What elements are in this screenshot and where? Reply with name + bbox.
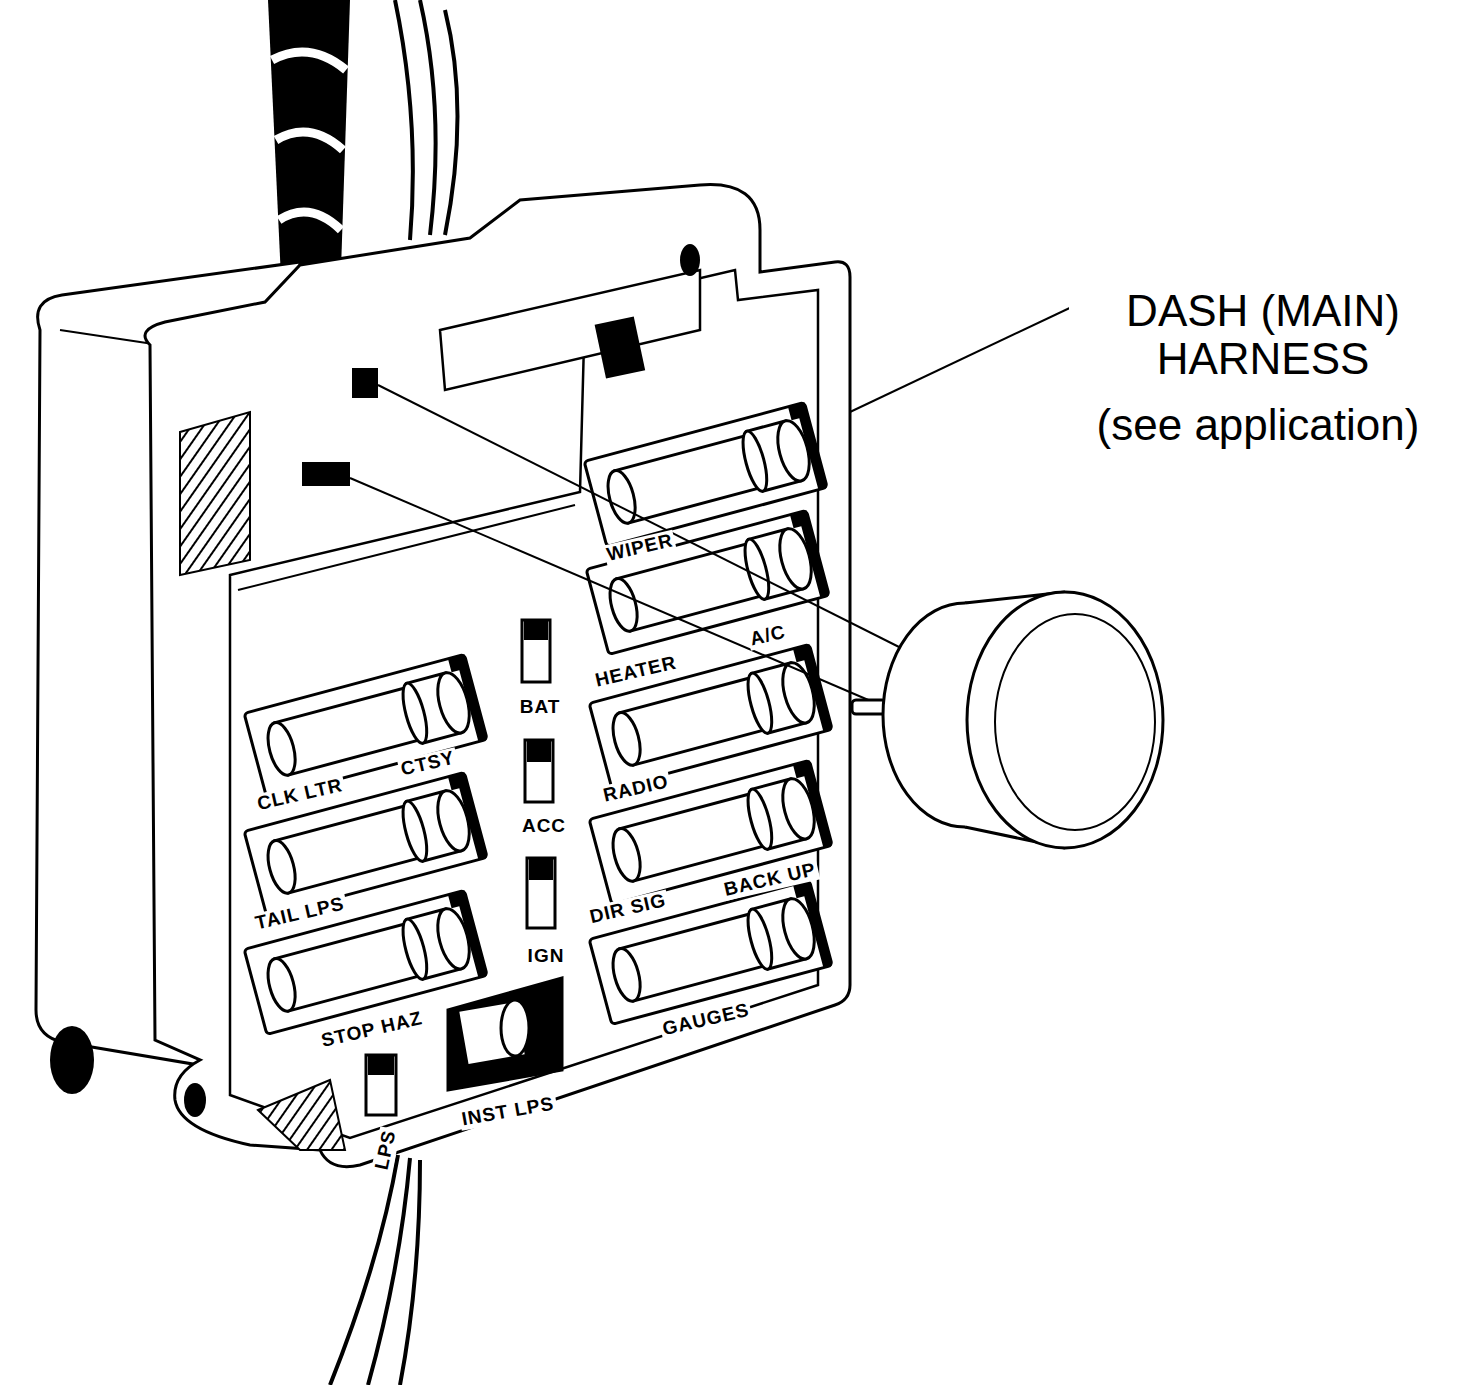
fuse-label: IGN [526,946,567,967]
slot-lps [366,1055,396,1115]
slot-fill [529,858,553,880]
assembly-line [350,478,880,705]
harness-stripes [272,52,346,230]
slot-bat [522,620,550,682]
socket-opening [302,462,350,486]
fuse-ac [586,510,829,654]
loose-wires [395,0,458,240]
inst-lps-socket [448,978,562,1090]
callout-label: (see application) [1093,401,1424,449]
panel-ridge [238,505,575,590]
flasher-rim [995,614,1155,830]
flasher-prong [852,700,886,714]
slot-ign [527,858,555,928]
slot-fill [368,1055,394,1075]
fuse-cap [501,1000,529,1056]
connector-window [180,412,250,575]
slot-fill [524,620,548,640]
slot-acc [525,740,553,802]
flasher-unit [852,592,1163,848]
slot-fuses [366,620,562,1115]
fuse-label: ACC [520,816,568,837]
mounting-bolt [50,1026,94,1094]
assembly-line [378,385,905,650]
front-plate [145,185,850,1167]
flasher-face [967,592,1163,848]
slot-fill [527,740,551,762]
fuse-dir-sig [589,760,832,904]
leader-line [850,305,1076,412]
mounting-hole [680,244,700,276]
callout-label: DASH (MAIN) HARNESS [1069,287,1457,384]
harness-wrap [268,0,350,300]
socket-opening [352,368,378,398]
mounting-hole [184,1083,206,1117]
top-slot [440,270,700,390]
lead-wires [330,1155,420,1385]
slot-shadow [595,316,646,378]
connector-window [258,1080,345,1150]
fuse-label: BAT [518,697,563,718]
